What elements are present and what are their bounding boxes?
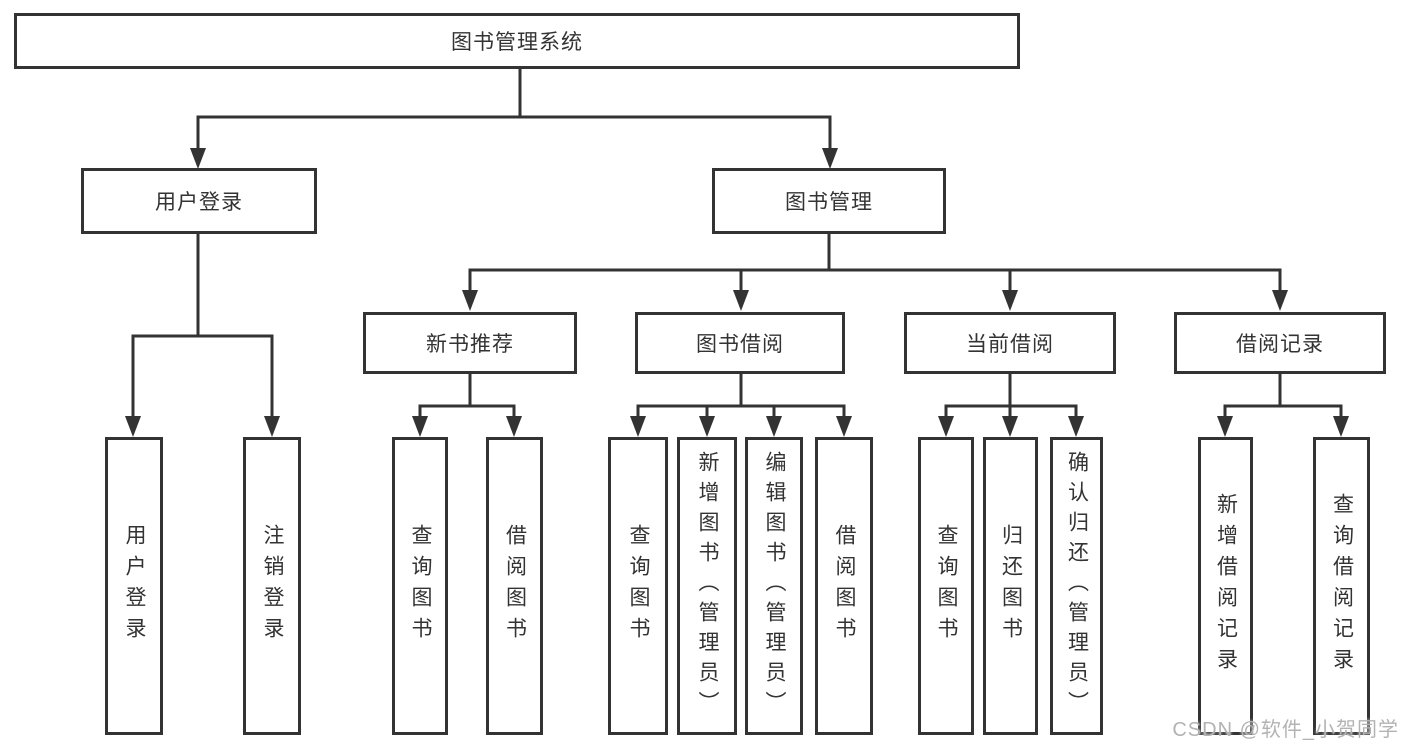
node-bb-edit-books-admin-label: 编辑图书（管理员） [763, 451, 786, 721]
node-bb-borrow-books-label: 借阅图书 [833, 524, 856, 648]
node-new-book-recommend: 新书推荐 [363, 312, 577, 374]
node-br-add-record-label: 新增借阅记录 [1214, 493, 1238, 679]
node-nbr-query-books: 查询图书 [392, 437, 448, 735]
node-current-borrowing: 当前借阅 [904, 312, 1116, 374]
node-book-management: 图书管理 [712, 168, 946, 234]
node-logout-label: 注销登录 [261, 524, 284, 648]
watermark: CSDN @软件_小贺同学 [1172, 719, 1399, 741]
node-bb-query-books-label: 查询图书 [627, 524, 650, 648]
node-new-book-recommend-label: 新书推荐 [426, 333, 514, 356]
node-current-borrowing-label: 当前借阅 [966, 333, 1054, 356]
node-nbr-borrow-books: 借阅图书 [486, 437, 543, 735]
node-bb-add-books-admin: 新增图书（管理员） [677, 437, 737, 735]
node-br-add-record: 新增借阅记录 [1198, 437, 1253, 735]
node-bb-borrow-books: 借阅图书 [815, 437, 873, 735]
node-library-system-label: 图书管理系统 [451, 31, 583, 54]
node-book-borrowing-label: 图书借阅 [696, 333, 784, 356]
node-borrowing-records-label: 借阅记录 [1236, 333, 1324, 356]
node-nbr-borrow-books-label: 借阅图书 [503, 524, 527, 648]
node-logout: 注销登录 [243, 437, 301, 735]
node-cb-confirm-return-admin-label: 确认归还（管理员） [1065, 451, 1089, 721]
node-library-system: 图书管理系统 [14, 13, 1020, 69]
node-bb-add-books-admin-label: 新增图书（管理员） [696, 451, 719, 721]
node-user-login-leaf-label: 用户登录 [123, 524, 146, 648]
node-bb-edit-books-admin: 编辑图书（管理员） [745, 437, 803, 735]
node-borrowing-records: 借阅记录 [1174, 312, 1386, 374]
arrowhead-icons [125, 148, 1349, 437]
node-user-login-label: 用户登录 [155, 191, 243, 214]
node-nbr-query-books-label: 查询图书 [409, 524, 432, 648]
node-br-query-record-label: 查询借阅记录 [1330, 493, 1354, 679]
node-user-login: 用户登录 [81, 168, 317, 234]
node-user-login-leaf: 用户登录 [105, 437, 163, 735]
node-book-borrowing: 图书借阅 [635, 312, 845, 374]
node-cb-query-books: 查询图书 [918, 437, 974, 735]
node-cb-confirm-return-admin: 确认归还（管理员） [1050, 437, 1103, 735]
node-cb-query-books-label: 查询图书 [935, 524, 958, 648]
node-bb-query-books: 查询图书 [608, 437, 668, 735]
node-cb-return-books-label: 归还图书 [999, 524, 1023, 648]
node-cb-return-books: 归还图书 [983, 437, 1038, 735]
node-book-management-label: 图书管理 [785, 191, 873, 214]
node-br-query-record: 查询借阅记录 [1313, 437, 1370, 735]
